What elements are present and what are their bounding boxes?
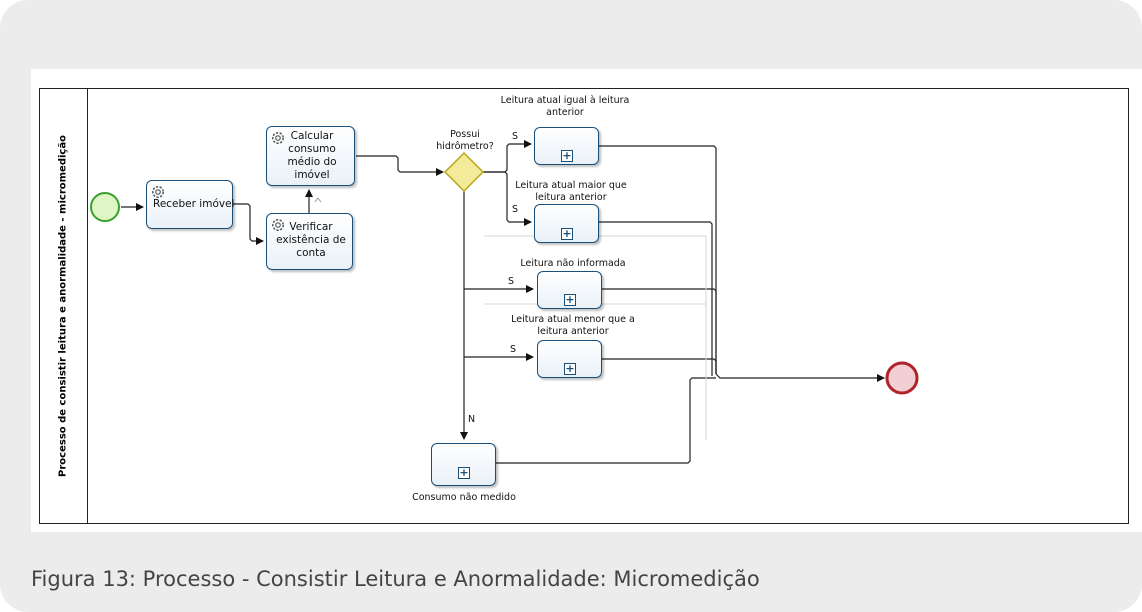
label-text: Leitura não informada <box>520 258 626 269</box>
flow-merge-to-end <box>715 373 885 382</box>
subprocess-nao-medido[interactable]: + <box>431 443 496 486</box>
flow-receber-to-verificar <box>233 203 264 245</box>
flow-label-s: S <box>510 344 517 355</box>
flow-nao-medido-to-merge <box>496 377 716 464</box>
task-verificar-conta[interactable]: Verificar existência de conta <box>266 213 353 270</box>
label-text: Consumo não medido <box>412 492 516 503</box>
subprocess-label-maior: Leitura atual maior que leitura anterior <box>502 180 640 204</box>
gateway-label: Possui hidrômetro? <box>432 129 498 153</box>
label-text: Leitura atual maior que leitura anterior <box>515 180 627 203</box>
subprocess-nao-informada[interactable]: + <box>537 271 602 309</box>
expand-icon[interactable]: + <box>564 362 576 375</box>
task-label: Calcular consumo médio do imóvel <box>281 130 343 182</box>
gateway-label-text: Possui hidrômetro? <box>436 129 494 152</box>
label-text: Leitura atual menor que a leitura anteri… <box>511 314 635 337</box>
flow-menor-to-merge <box>602 358 717 374</box>
lane-header <box>39 88 88 524</box>
subprocess-menor[interactable]: + <box>537 340 602 378</box>
expand-icon[interactable]: + <box>561 227 573 240</box>
label-text: Leitura atual igual à leitura anterior <box>500 95 630 118</box>
expand-icon[interactable]: + <box>564 293 576 306</box>
end-event <box>885 361 919 395</box>
expand-icon[interactable]: + <box>458 466 470 479</box>
task-label: Receber imóvel <box>153 198 235 210</box>
gear-icon <box>272 132 284 144</box>
task-label-text: Verificar existência de conta <box>276 221 346 259</box>
gear-icon <box>272 219 284 231</box>
flow-nao-informada-to-merge <box>602 288 717 374</box>
task-calcular-consumo[interactable]: Calcular consumo médio do imóvel <box>266 126 355 186</box>
task-label: Verificar existência de conta <box>275 221 347 260</box>
flow-maior-to-merge <box>599 221 713 376</box>
subprocess-label-igual: Leitura atual igual à leitura anterior <box>495 95 635 119</box>
subprocess-label-nao-medido: Consumo não medido <box>408 492 520 504</box>
task-label-text: Calcular consumo médio do imóvel <box>287 130 337 181</box>
subprocess-maior[interactable]: + <box>534 204 599 243</box>
gear-icon <box>152 186 164 198</box>
flow-label-n: N <box>468 414 476 425</box>
figure-caption: Figura 13: Processo - Consistir Leitura … <box>31 567 760 591</box>
start-event <box>90 192 120 222</box>
flow-igual-to-merge <box>599 145 717 374</box>
subprocess-igual[interactable]: + <box>534 127 599 165</box>
subprocess-label-nao-informada: Leitura não informada <box>518 258 628 270</box>
flow-calcular-to-gateway <box>356 155 444 176</box>
gateway-diamond <box>443 151 485 193</box>
flow-label-s: S <box>508 276 515 287</box>
subprocess-label-menor: Leitura atual menor que a leitura anteri… <box>503 314 643 338</box>
flow-label-s: S <box>512 131 519 142</box>
flow-label-s: S <box>512 204 519 215</box>
expand-icon[interactable]: + <box>561 149 573 162</box>
flow-gateway-to-maior <box>483 171 532 226</box>
task-receber-imovel[interactable]: Receber imóvel <box>146 180 235 229</box>
